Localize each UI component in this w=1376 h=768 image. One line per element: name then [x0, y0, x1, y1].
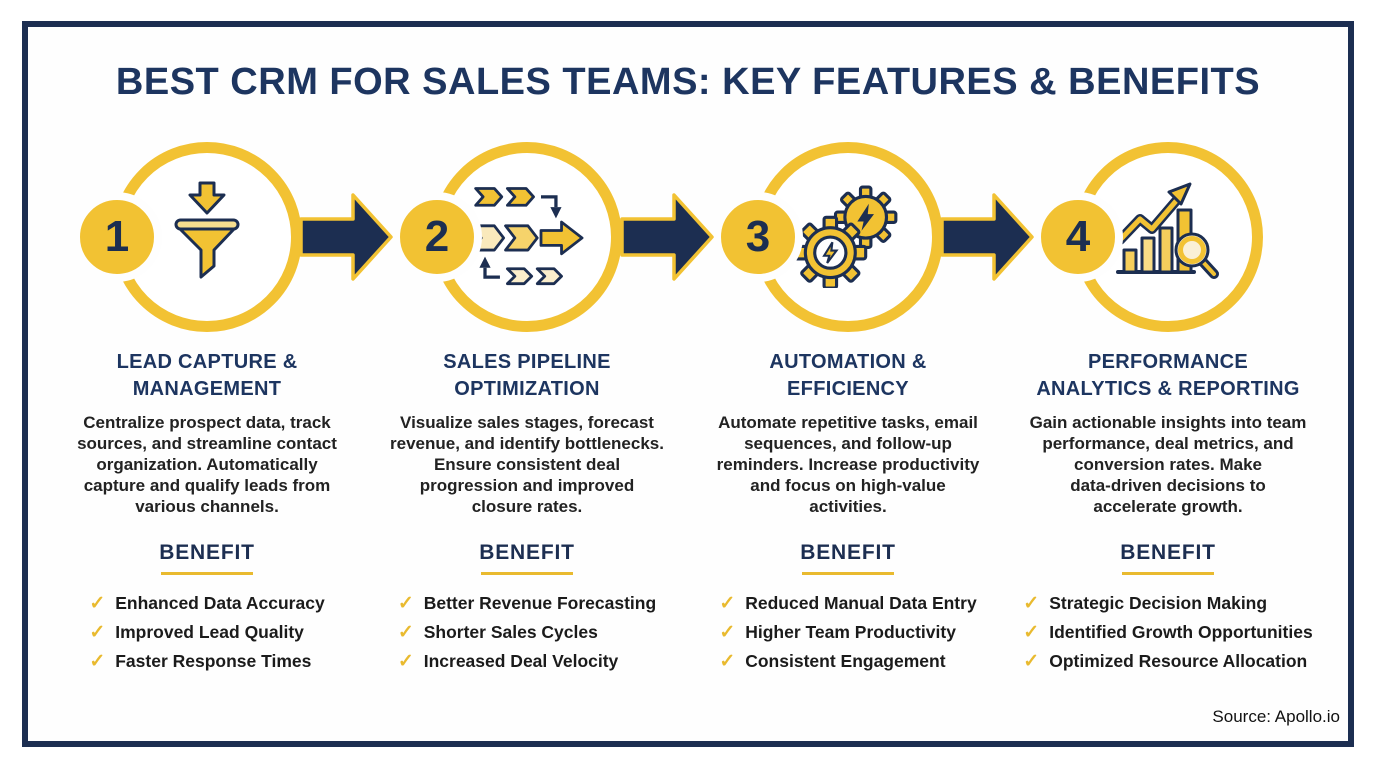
benefit-label: Shorter Sales Cycles	[423, 622, 598, 642]
benefit-item: ✓ Improved Lead Quality	[89, 618, 324, 647]
arrow-right-icon	[940, 191, 1036, 288]
check-icon: ✓	[1023, 651, 1040, 672]
benefit-underline	[481, 572, 573, 575]
benefit-label: Faster Response Times	[115, 651, 312, 671]
benefit-item: ✓ Better Revenue Forecasting	[398, 589, 656, 618]
benefit-item: ✓ Consistent Engagement	[719, 647, 976, 676]
pipeline-icon	[466, 181, 588, 298]
check-icon: ✓	[397, 622, 414, 643]
step-2-description: Visualize sales stages, forecast revenue…	[390, 413, 664, 516]
step-3-benefit-heading: BENEFIT	[800, 541, 896, 564]
benefit-underline	[1122, 572, 1214, 575]
step-3-number-badge: 3	[713, 192, 803, 282]
benefit-item: ✓ Strategic Decision Making	[1023, 589, 1312, 618]
arrow-right-icon	[299, 191, 395, 288]
benefit-underline	[802, 572, 894, 575]
benefit-item: ✓ Reduced Manual Data Entry	[719, 589, 976, 618]
step-1-benefit-list: ✓ Enhanced Data Accuracy ✓ Improved Lead Q…	[47, 589, 367, 676]
benefit-underline	[161, 572, 253, 575]
step-4-title: PERFORMANCE ANALYTICS & REPORTING	[1036, 351, 1300, 400]
check-icon: ✓	[89, 622, 106, 643]
benefit-item: ✓ Shorter Sales Cycles	[398, 618, 656, 647]
step-1-title: LEAD CAPTURE & MANAGEMENT	[116, 351, 298, 400]
benefit-label: Enhanced Data Accuracy	[115, 593, 325, 613]
benefit-label: Increased Deal Velocity	[423, 651, 619, 671]
step-4-column: PERFORMANCE ANALYTICS & REPORTING Gain a…	[1008, 349, 1328, 676]
check-icon: ✓	[719, 622, 736, 643]
step-3-column: AUTOMATION & EFFICIENCY Automate repetit…	[688, 349, 1008, 676]
source-attribution: Source: Apollo.io	[1212, 707, 1340, 726]
check-icon: ✓	[397, 593, 414, 614]
step-1-number-badge: 1	[72, 192, 162, 282]
benefit-item: ✓ Faster Response Times	[89, 647, 324, 676]
step-2-column: SALES PIPELINE OPTIMIZATION Visualize sa…	[367, 349, 687, 676]
step-2-number: 2	[424, 212, 450, 261]
check-icon: ✓	[1023, 622, 1040, 643]
step-2-number-badge: 2	[392, 192, 482, 282]
check-icon: ✓	[89, 593, 106, 614]
benefit-item: ✓ Higher Team Productivity	[719, 618, 976, 647]
benefit-label: Optimized Resource Allocation	[1049, 651, 1308, 671]
benefit-label: Higher Team Productivity	[745, 622, 956, 642]
step-2-title: SALES PIPELINE OPTIMIZATION	[443, 351, 611, 400]
benefit-item: ✓ Enhanced Data Accuracy	[89, 589, 324, 618]
benefit-label: Identified Growth Opportunities	[1049, 622, 1313, 642]
step-4-number-badge: 4	[1033, 192, 1123, 282]
benefit-label: Reduced Manual Data Entry	[745, 593, 977, 613]
arrow-right-icon	[620, 191, 716, 288]
check-icon: ✓	[719, 651, 736, 672]
step-3-description: Automate repetitive tasks, email sequenc…	[716, 413, 980, 516]
step-1-number: 1	[104, 212, 130, 261]
benefit-label: Consistent Engagement	[745, 651, 946, 671]
benefit-item: ✓ Optimized Resource Allocation	[1023, 647, 1312, 676]
page-title: BEST CRM FOR SALES TEAMS: KEY FEATURES &…	[115, 61, 1261, 103]
step-4-benefit-heading: BENEFIT	[1120, 541, 1216, 564]
benefit-item: ✓ Increased Deal Velocity	[398, 647, 656, 676]
step-3-number: 3	[745, 212, 771, 261]
gears-icon	[793, 184, 900, 293]
check-icon: ✓	[719, 593, 736, 614]
step-4-number: 4	[1065, 212, 1091, 261]
benefit-label: Better Revenue Forecasting	[423, 593, 657, 613]
check-icon: ✓	[397, 651, 414, 672]
funnel-icon	[161, 180, 253, 295]
check-icon: ✓	[89, 651, 106, 672]
step-3-benefit-list: ✓ Reduced Manual Data Entry ✓ Higher Team …	[688, 589, 1008, 676]
step-1-description: Centralize prospect data, track sources,…	[77, 413, 337, 516]
benefit-label: Strategic Decision Making	[1049, 593, 1268, 613]
step-1-benefit-heading: BENEFIT	[159, 541, 255, 564]
step-4-description: Gain actionable insights into team perfo…	[1029, 413, 1307, 516]
step-2-benefit-list: ✓ Better Revenue Forecasting ✓ Shorter Sal…	[367, 589, 687, 676]
step-1-column: LEAD CAPTURE & MANAGEMENT Centralize pro…	[47, 349, 367, 676]
step-2-benefit-heading: BENEFIT	[479, 541, 575, 564]
step-4-benefit-list: ✓ Strategic Decision Making ✓ Identified G…	[1008, 589, 1328, 676]
benefit-label: Improved Lead Quality	[115, 622, 304, 642]
benefit-item: ✓ Identified Growth Opportunities	[1023, 618, 1312, 647]
analytics-icon	[1112, 182, 1224, 293]
check-icon: ✓	[1023, 593, 1040, 614]
border-frame	[22, 21, 1354, 747]
step-3-title: AUTOMATION & EFFICIENCY	[769, 351, 927, 400]
